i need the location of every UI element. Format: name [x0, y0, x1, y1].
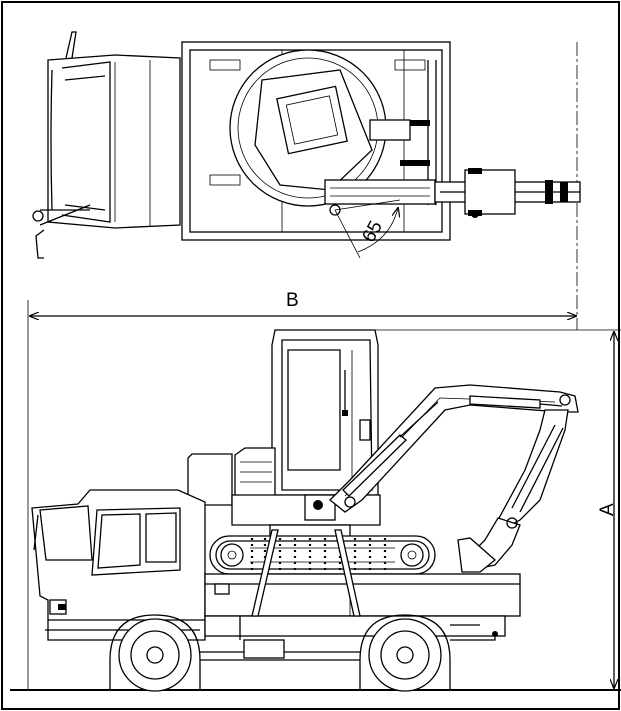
excavator-boom-side — [329, 384, 579, 573]
excavator-tracks-side — [209, 535, 436, 575]
dimension-a: A — [365, 329, 621, 688]
truck-bed-side — [204, 573, 521, 640]
chassis-side — [200, 624, 498, 661]
angle-label: 65 — [358, 217, 386, 246]
truck-cab-side — [31, 489, 206, 641]
excavator-upper-top — [229, 49, 411, 216]
tie-down-straps — [251, 529, 361, 617]
dimension-b: B — [27, 290, 576, 690]
truck-cab-top — [32, 31, 181, 259]
length-label: B — [286, 290, 299, 311]
front-wheel — [109, 614, 201, 692]
side-view — [31, 329, 579, 692]
engine-hood-side — [187, 447, 276, 506]
height-label: A — [597, 503, 618, 516]
top-view: 65 — [32, 31, 581, 330]
boom-top — [324, 168, 581, 218]
rear-wheel — [359, 614, 451, 692]
swing-angle-indicator: 65 — [334, 199, 400, 259]
